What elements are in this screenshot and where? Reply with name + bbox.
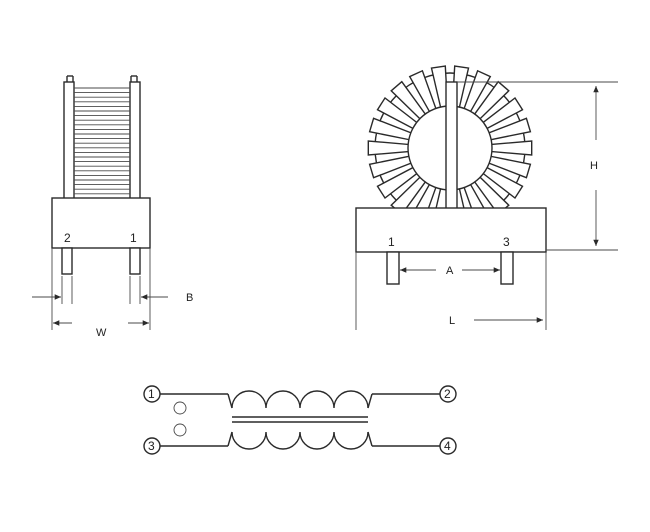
front-base (355, 207, 547, 253)
top-coil (231, 390, 369, 409)
center-divider (445, 81, 458, 213)
front-pin-3 (500, 251, 514, 285)
polarity-dot-top (173, 401, 187, 415)
terminal-label-3: 3 (148, 439, 155, 453)
side-pin-2 (61, 247, 73, 275)
side-base (51, 197, 151, 249)
terminal-2 (439, 385, 457, 403)
front-view: 1 3 A L H (355, 65, 618, 330)
dim-label-w: W (96, 327, 107, 339)
side-pin-1 (129, 247, 141, 275)
terminal-4 (439, 437, 457, 455)
bobbin-left-flange (63, 81, 75, 201)
side-pin-label-1: 1 (130, 231, 137, 245)
terminal-3 (143, 437, 161, 455)
polarity-dot-bottom (173, 423, 187, 437)
side-view: 2 1 B W (32, 75, 193, 339)
dim-label-b: B (186, 292, 193, 304)
dim-label-l: L (449, 315, 455, 327)
schematic: 1 2 3 4 (143, 385, 457, 455)
front-pin-label-3: 3 (503, 235, 510, 249)
terminal-1 (143, 385, 161, 403)
front-pin-1 (386, 251, 400, 285)
bobbin-right-flange (129, 81, 141, 201)
side-pin-label-2: 2 (64, 231, 71, 245)
terminal-label-4: 4 (444, 439, 451, 453)
dim-label-h: H (590, 160, 598, 172)
terminal-label-1: 1 (148, 387, 155, 401)
front-pin-label-1: 1 (388, 235, 395, 249)
bottom-coil (231, 431, 369, 450)
winding-stack (74, 87, 130, 195)
dim-label-a: A (446, 265, 454, 277)
terminal-label-2: 2 (444, 387, 451, 401)
